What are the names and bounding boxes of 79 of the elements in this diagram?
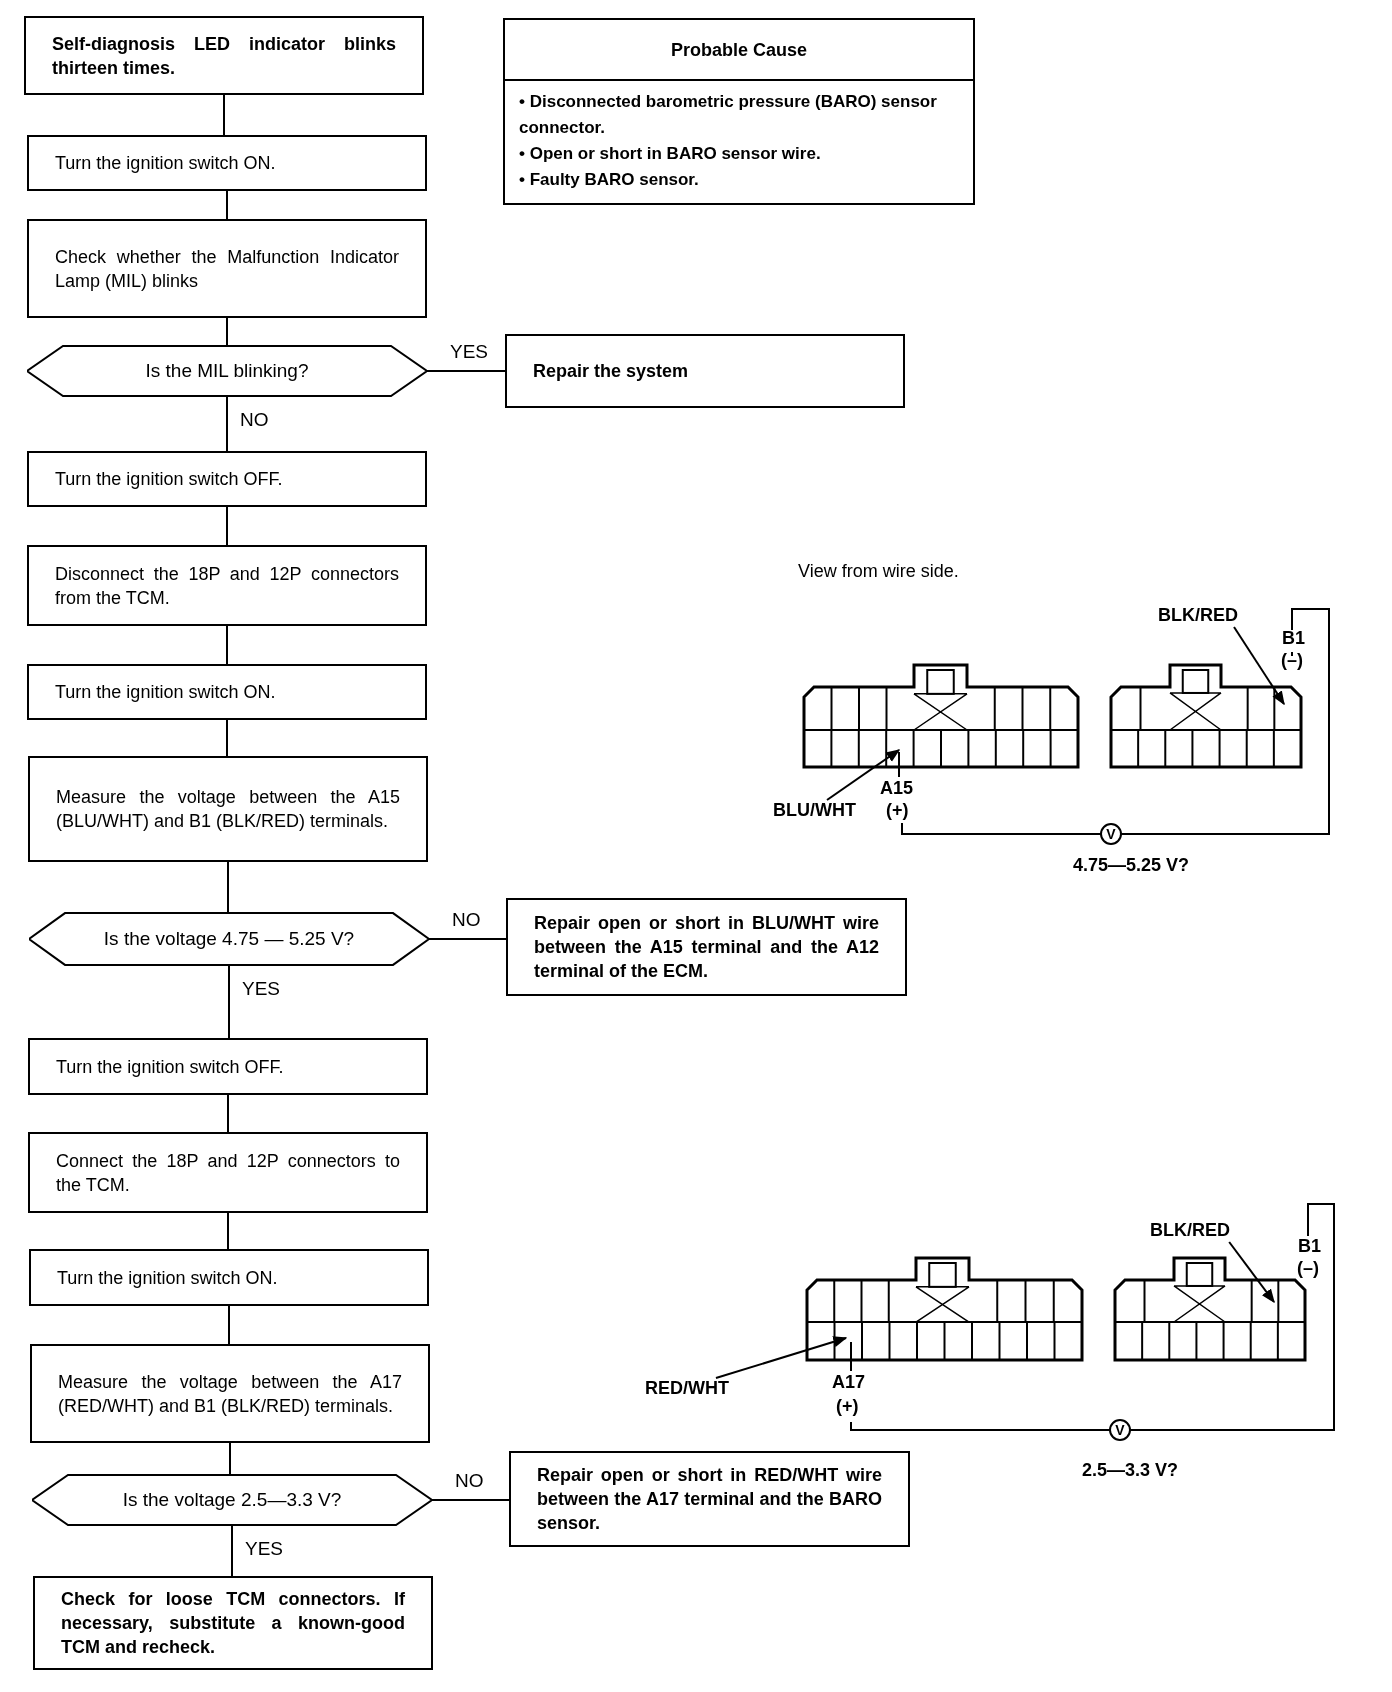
step-text: Measure the voltage between the A15 (BLU/WHT) and B1 (BLK/RED) terminals. (56, 786, 400, 833)
process-box (509, 1451, 910, 1547)
step-text: Repair open or short in BLU/WHT wire between the A15 terminal and the A12 terminal of the ECM. (534, 912, 879, 983)
view-note: View from wire side. (798, 561, 959, 582)
process-box (28, 1038, 428, 1095)
leader-arrow (826, 749, 901, 801)
wire-color-label: RED/WHT (645, 1378, 739, 1400)
flow-line (431, 1499, 510, 1501)
wire-color-label: BLU/WHT (773, 800, 863, 822)
step-text: Turn the ignition switch ON. (57, 1266, 279, 1290)
voltmeter-symbol: V (1109, 1419, 1131, 1441)
polarity-label: (–) (1297, 1258, 1319, 1279)
cause-item: • Faulty BARO sensor. (518, 169, 700, 191)
cause-item: • Disconnected barometric pressure (BARO) sensor connector. (518, 91, 938, 139)
flow-line (426, 370, 506, 372)
process-box (28, 756, 428, 862)
flow-line (228, 1305, 230, 1345)
decision-hexagon (29, 912, 429, 966)
cause-item: • Open or short in BARO sensor wire. (518, 143, 822, 165)
process-box (29, 1249, 429, 1306)
process-box (505, 334, 905, 408)
leader-arrow (714, 1336, 848, 1379)
process-box (33, 1576, 433, 1670)
step-text: Turn the ignition switch ON. (55, 681, 277, 704)
flow-line (228, 965, 230, 1039)
flow-line (226, 190, 228, 220)
terminal-label: B1 (1282, 628, 1305, 649)
step-text: Measure the voltage between the A17 (RED/WHT) and B1 (BLK/RED) terminals. (58, 1370, 402, 1418)
flow-line (227, 1212, 229, 1250)
flow-line (229, 1442, 231, 1475)
flow-line (226, 317, 228, 346)
terminal-label: A15 (880, 778, 914, 799)
flow-line (227, 861, 229, 913)
process-box (30, 1344, 430, 1443)
decision-hexagon (27, 345, 427, 397)
flow-line (226, 396, 228, 452)
process-box (27, 219, 427, 318)
voltage-label: 2.5—3.3 V? (1082, 1460, 1179, 1481)
step-text: Connect the 18P and 12P connectors to the TCM. (56, 1149, 400, 1197)
flow-line (223, 94, 225, 136)
polarity-label: (–) (1281, 650, 1303, 671)
wire-color-label: BLK/RED (1150, 1220, 1238, 1242)
process-box (27, 135, 427, 191)
step-text: Turn the ignition switch ON. (55, 152, 277, 175)
step-text: Turn the ignition switch OFF. (55, 468, 284, 491)
question-text: Is the voltage 2.5—3.3 V? (122, 1489, 342, 1511)
step-text: Self-diagnosis LED indicator blinks thirteen times. (52, 32, 396, 80)
process-box (27, 451, 427, 507)
step-text: Check whether the Malfunction Indicator Lamp (MIL) blinks (55, 245, 399, 293)
question-text: Is the MIL blinking? (145, 360, 309, 382)
terminal-label: A17 (832, 1372, 866, 1393)
cause-heading: Probable Cause (505, 20, 973, 81)
process-box (27, 664, 427, 720)
step-text: Check for loose TCM connectors. If necessary, substitute a known-good TCM and recheck. (61, 1588, 405, 1659)
polarity-label: (+) (836, 1396, 859, 1417)
cause-box (503, 18, 975, 205)
voltmeter-symbol: V (1100, 823, 1122, 845)
flow-line (226, 719, 228, 757)
process-box (506, 898, 907, 996)
flow-line (226, 506, 228, 546)
polarity-label: (+) (886, 800, 909, 821)
flow-line (231, 1525, 233, 1577)
voltage-label: 4.75—5.25 V? (1073, 855, 1190, 876)
leader-arrow (1228, 1241, 1275, 1304)
process-box (28, 1132, 428, 1213)
flow-line (227, 1094, 229, 1133)
question-text: Is the voltage 4.75 — 5.25 V? (103, 928, 355, 950)
step-text: Repair the system (533, 360, 690, 383)
terminal-label: B1 (1298, 1236, 1321, 1257)
step-text: Turn the ignition switch OFF. (56, 1055, 285, 1079)
decision-hexagon (32, 1474, 432, 1526)
wire-color-label: BLK/RED (1158, 605, 1246, 627)
flow-line (428, 938, 507, 940)
leader-arrow (1233, 626, 1285, 706)
process-box (27, 545, 427, 626)
step-text: Repair open or short in RED/WHT wire between the A17 terminal and the BARO sensor. (537, 1464, 882, 1535)
step-text: Disconnect the 18P and 12P connectors from the TCM. (55, 562, 399, 610)
flow-line (226, 625, 228, 665)
process-box (24, 16, 424, 95)
